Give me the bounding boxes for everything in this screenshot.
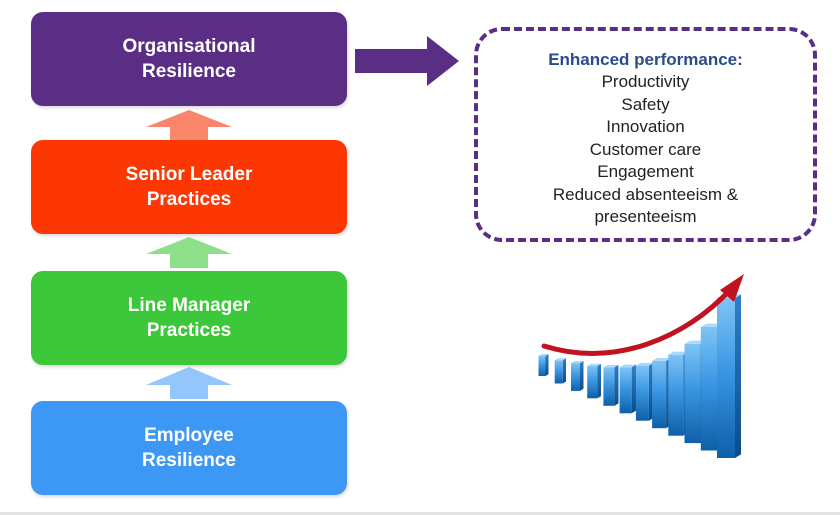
up-arrow-shape bbox=[146, 367, 232, 399]
growth-bar-top bbox=[603, 364, 619, 368]
trend-arrow-icon bbox=[541, 287, 733, 356]
up-arrow-icon bbox=[146, 110, 232, 140]
employee-resilience-label: Employee Resilience bbox=[142, 425, 236, 471]
growth-bar-side bbox=[631, 364, 636, 414]
line-manager-practices-label: Line Manager Practices bbox=[127, 295, 251, 341]
growth-bar bbox=[652, 360, 667, 429]
growth-bar-side bbox=[579, 361, 584, 391]
organisational-resilience-label: Organisational Resilience bbox=[122, 36, 256, 82]
enhanced-performance-heading: Enhanced performance: bbox=[548, 50, 743, 69]
growth-bar-side bbox=[597, 363, 601, 399]
growth-bar bbox=[554, 360, 563, 384]
growth-bar bbox=[668, 354, 684, 436]
growth-chart-graphic bbox=[538, 274, 744, 458]
growth-bar bbox=[700, 327, 718, 451]
growth-bar-top bbox=[554, 358, 566, 361]
growth-bar bbox=[538, 355, 546, 376]
growth-bar-top bbox=[652, 357, 671, 361]
outcome-item-innovation: Innovation bbox=[606, 117, 685, 136]
growth-bar-side bbox=[545, 354, 549, 376]
growth-bar-top bbox=[538, 354, 549, 356]
outcome-item-productivity: Productivity bbox=[601, 72, 690, 91]
growth-bar-top bbox=[668, 351, 689, 355]
growth-bar bbox=[571, 363, 580, 391]
right-arrow-shape bbox=[355, 36, 459, 86]
growth-bar bbox=[635, 365, 649, 421]
growth-bars bbox=[538, 294, 741, 458]
up-arrow-shape bbox=[146, 237, 232, 268]
organisational-resilience-box: Organisational Resilience bbox=[31, 12, 347, 106]
growth-bar-side bbox=[614, 364, 619, 406]
senior-leader-practices-box: Senior Leader Practices bbox=[31, 140, 347, 234]
growth-bar bbox=[587, 366, 598, 399]
bottom-divider bbox=[0, 512, 840, 515]
growth-bar-top bbox=[635, 362, 654, 366]
trend-arrow-head bbox=[720, 274, 744, 302]
outcome-item-absenteeism: Reduced absenteeism & presenteeism bbox=[552, 184, 739, 227]
line-manager-practices-box: Line Manager Practices bbox=[31, 271, 347, 365]
outcome-item-customer-care: Customer care bbox=[589, 139, 702, 159]
growth-bar-top bbox=[587, 363, 601, 367]
growth-bar bbox=[603, 367, 615, 406]
senior-leader-practices-label: Senior Leader Practices bbox=[125, 164, 253, 210]
enhanced-performance-panel: Enhanced performance: Productivity Safet… bbox=[474, 27, 817, 242]
outcome-list: Productivity Safety Innovation Customer … bbox=[478, 71, 813, 229]
growth-bar-side bbox=[562, 358, 566, 384]
up-arrow-shape bbox=[146, 110, 232, 140]
right-arrow-icon bbox=[355, 36, 459, 86]
growth-bar-top bbox=[684, 340, 706, 344]
growth-bar-top bbox=[619, 364, 636, 368]
growth-bar bbox=[619, 367, 632, 414]
up-arrow-icon bbox=[146, 367, 232, 399]
growth-bar-side bbox=[735, 294, 741, 458]
employee-resilience-box: Employee Resilience bbox=[31, 401, 347, 495]
outcome-item-safety: Safety bbox=[621, 94, 670, 114]
growth-bar bbox=[717, 298, 735, 458]
up-arrow-icon bbox=[146, 237, 232, 268]
outcome-item-engagement: Engagement bbox=[597, 162, 694, 181]
growth-bar-top bbox=[570, 361, 584, 364]
growth-bar bbox=[684, 343, 701, 444]
